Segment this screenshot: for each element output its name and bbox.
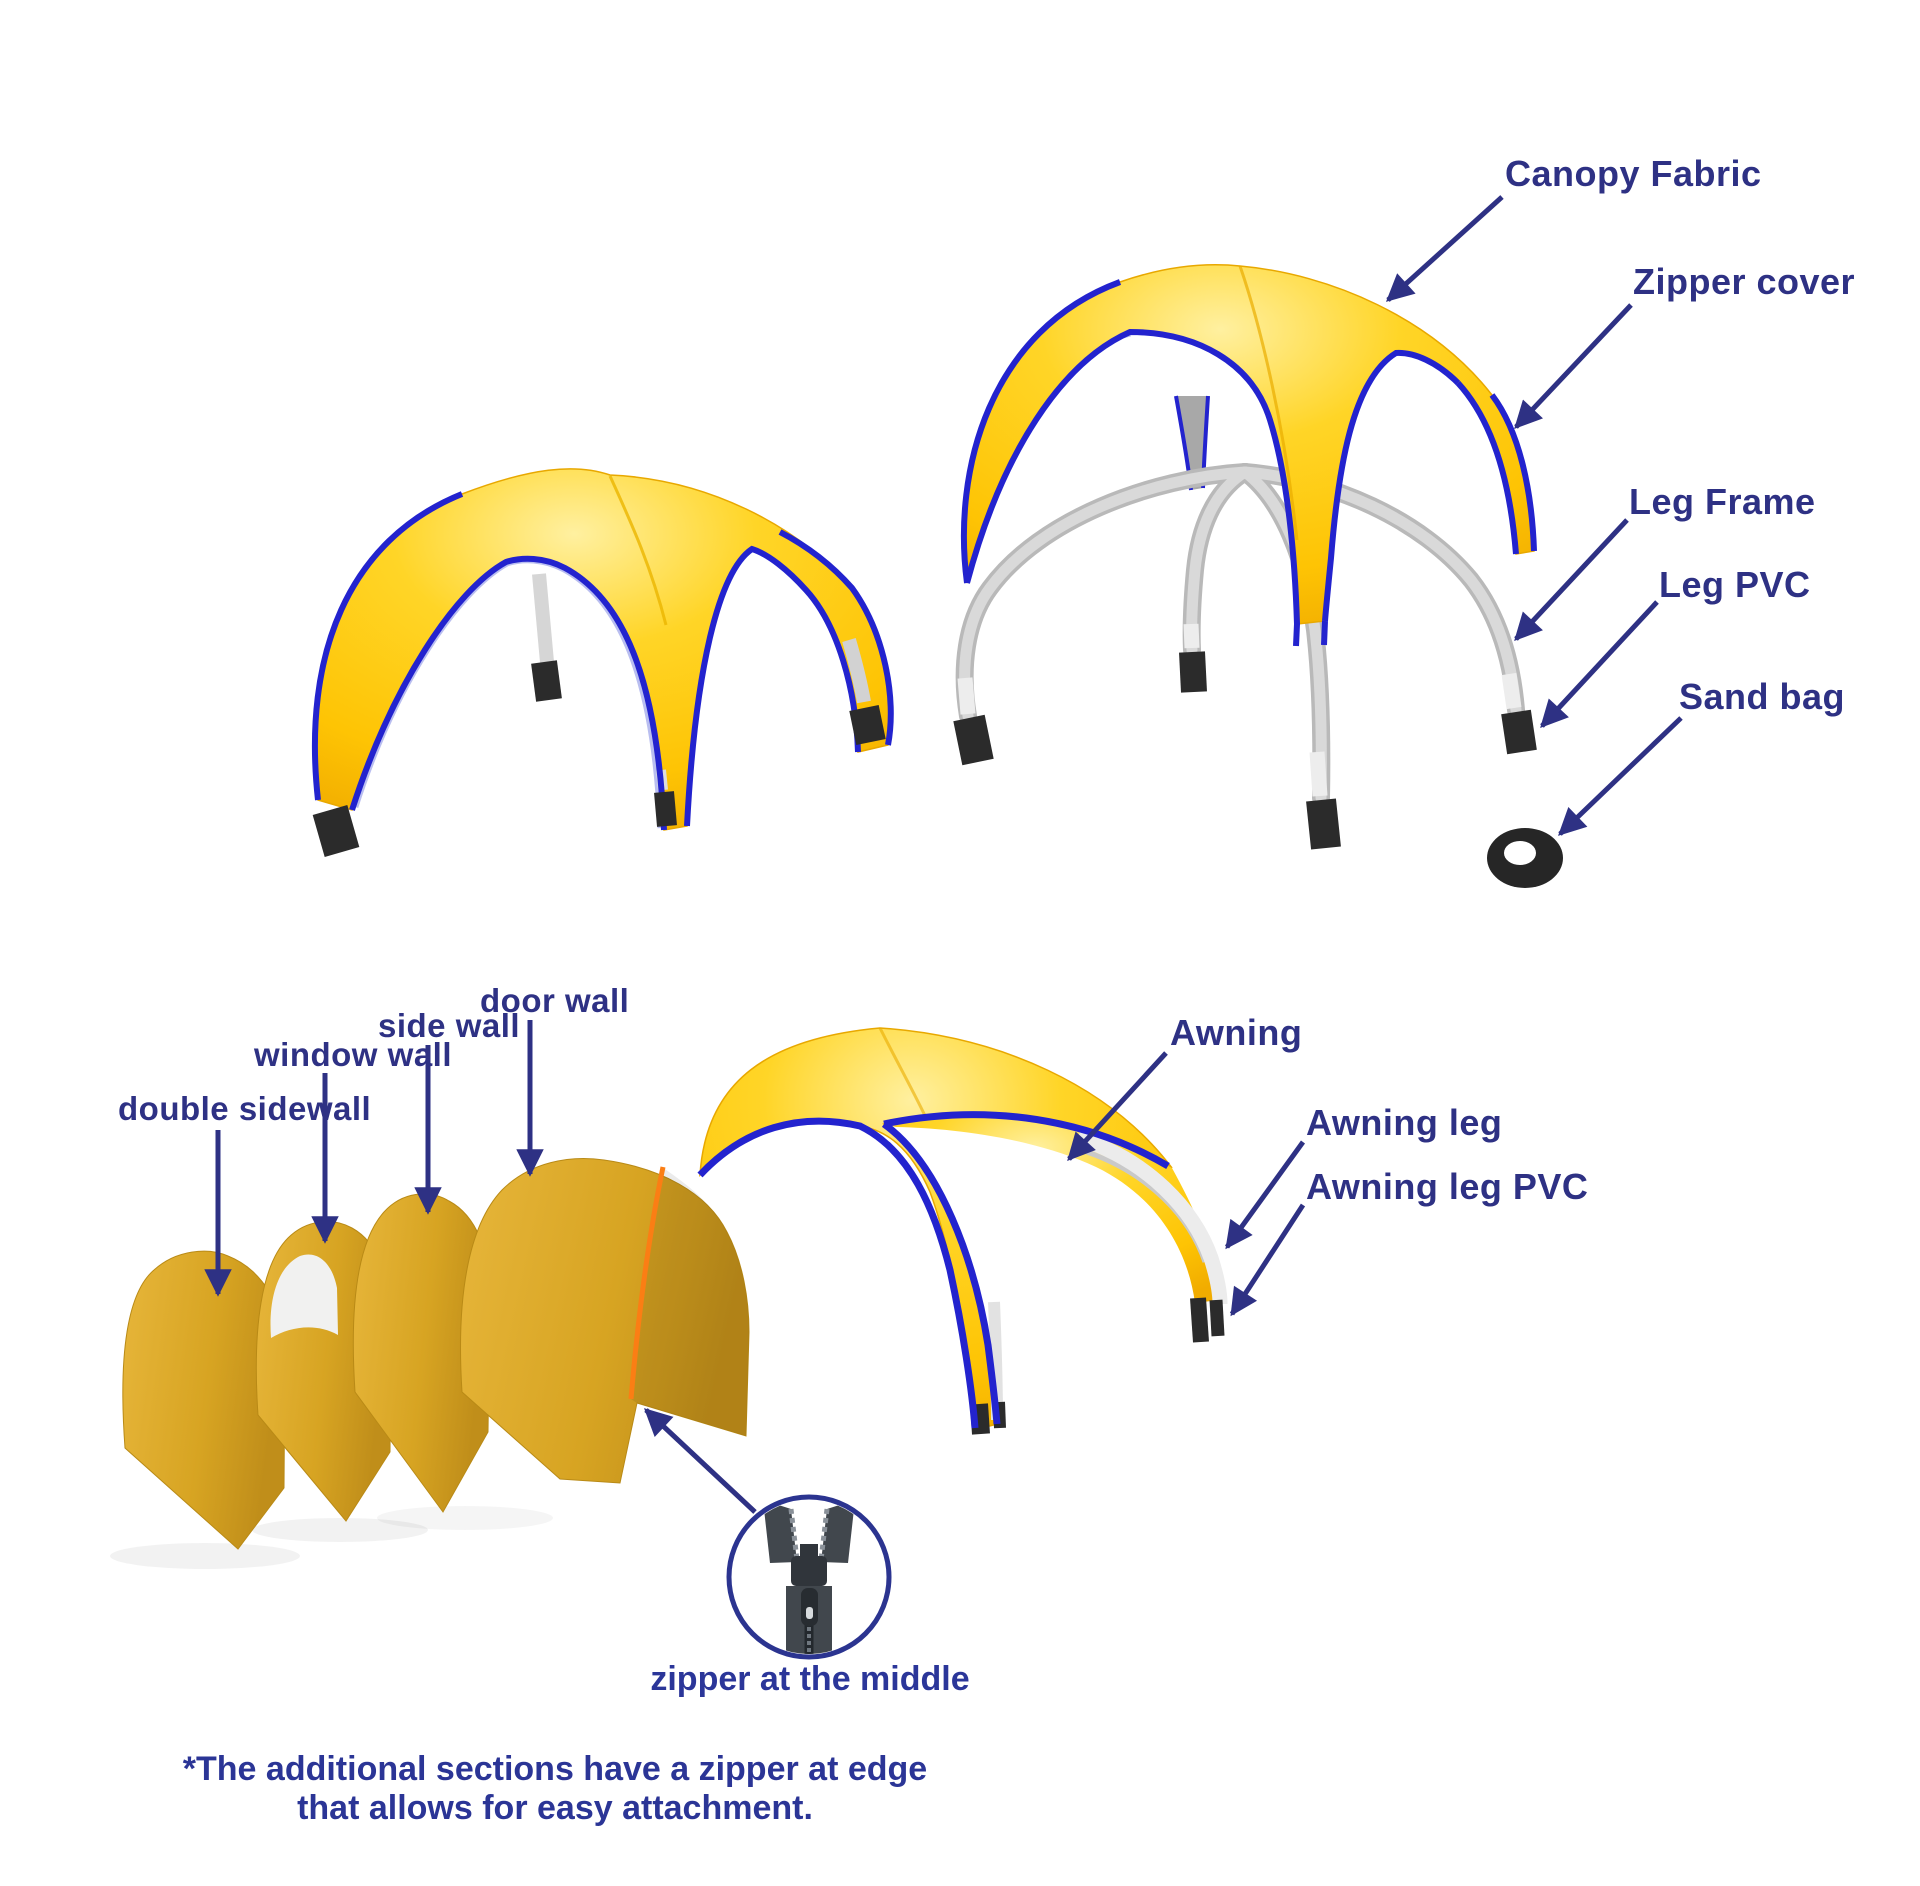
- zipper-illustration: [763, 1500, 855, 1654]
- leg-pvc-feet: [953, 651, 1537, 850]
- small-tent-right-pole: [842, 638, 871, 704]
- arrow-zipper-cover: [1514, 303, 1633, 430]
- label-leg-pvc: Leg PVC: [1659, 564, 1811, 605]
- annotation-arrows: [204, 195, 1683, 1317]
- awning-leg-pvc-foot2: [1209, 1299, 1225, 1337]
- label-awning-leg: Awning leg: [1306, 1102, 1503, 1143]
- awning-tent-trim: [697, 1111, 1170, 1429]
- small-tent-center-foot-pvc: [654, 791, 677, 827]
- large-canopy-seam: [1238, 265, 1299, 541]
- zipper-detail: [643, 1408, 892, 1660]
- small-tent-back-pole: [532, 573, 554, 663]
- leg-frame: [953, 463, 1537, 850]
- frame-tent-back-strip: [1176, 396, 1208, 490]
- small-tent-zipper-cover-trim: [312, 491, 894, 831]
- label-door-wall: door wall: [480, 982, 630, 1019]
- label-double-sidewall: double sidewall: [118, 1090, 372, 1127]
- awning-fabric: [884, 1114, 1219, 1303]
- arrow-leg-pvc: [1540, 600, 1659, 729]
- small-tent-right-foot-pvc: [849, 704, 886, 746]
- wall-panels: [110, 1158, 750, 1569]
- arrow-leg-frame: [1514, 518, 1629, 642]
- label-leg-frame: Leg Frame: [1629, 481, 1816, 522]
- window-cutout: [270, 1254, 338, 1338]
- label-awning: Awning: [1170, 1012, 1303, 1053]
- small-tent-canopy-fabric: [314, 468, 892, 831]
- arrow-sand-bag: [1558, 716, 1683, 836]
- small-tent-seam: [608, 475, 668, 626]
- small-tent-leg-pvc: [312, 805, 360, 857]
- footnote: *The additional sections have a zipper a…: [150, 1750, 960, 1828]
- arrow-canopy-fabric: [1385, 195, 1504, 302]
- arrow-awning: [1067, 1051, 1168, 1162]
- zipper-caption: zipper at the middle: [650, 1660, 970, 1698]
- label-window-wall: window wall: [254, 1036, 453, 1073]
- label-sand-bag: Sand bag: [1679, 676, 1846, 717]
- zipper-cover-trim: [960, 279, 1537, 647]
- arrow-zipper-detail: [643, 1408, 757, 1514]
- label-side-wall: side wall: [378, 1007, 521, 1044]
- label-zipper-cover: Zipper cover: [1633, 261, 1856, 302]
- canopy-fabric: [963, 264, 1535, 625]
- awning-tent-seam: [878, 1027, 930, 1123]
- arrow-awning-leg: [1224, 1140, 1306, 1250]
- arrow-awning-leg-pvc: [1229, 1203, 1306, 1317]
- awning-tent: [697, 1027, 1228, 1435]
- awning-leg-pvc-foot: [1190, 1297, 1209, 1343]
- footnote-line2: that allows for easy attachment.: [297, 1789, 813, 1827]
- label-canopy-fabric: Canopy Fabric: [1505, 153, 1762, 194]
- door-wall-shading: [631, 1167, 749, 1436]
- footnote-line1: *The additional sections have a zipper a…: [182, 1750, 928, 1788]
- small-tent: [312, 468, 894, 857]
- small-tent-back-foot-pvc: [531, 660, 562, 702]
- awning-tent-center-foot: [970, 1403, 990, 1435]
- sand-bag: [1487, 828, 1563, 888]
- label-awning-leg-pvc: Awning leg PVC: [1306, 1166, 1589, 1207]
- door-zipper-line: [628, 1166, 666, 1400]
- frame-tent: [953, 264, 1563, 888]
- awning-leg-band: [1075, 1130, 1228, 1305]
- wall-door: [460, 1158, 750, 1484]
